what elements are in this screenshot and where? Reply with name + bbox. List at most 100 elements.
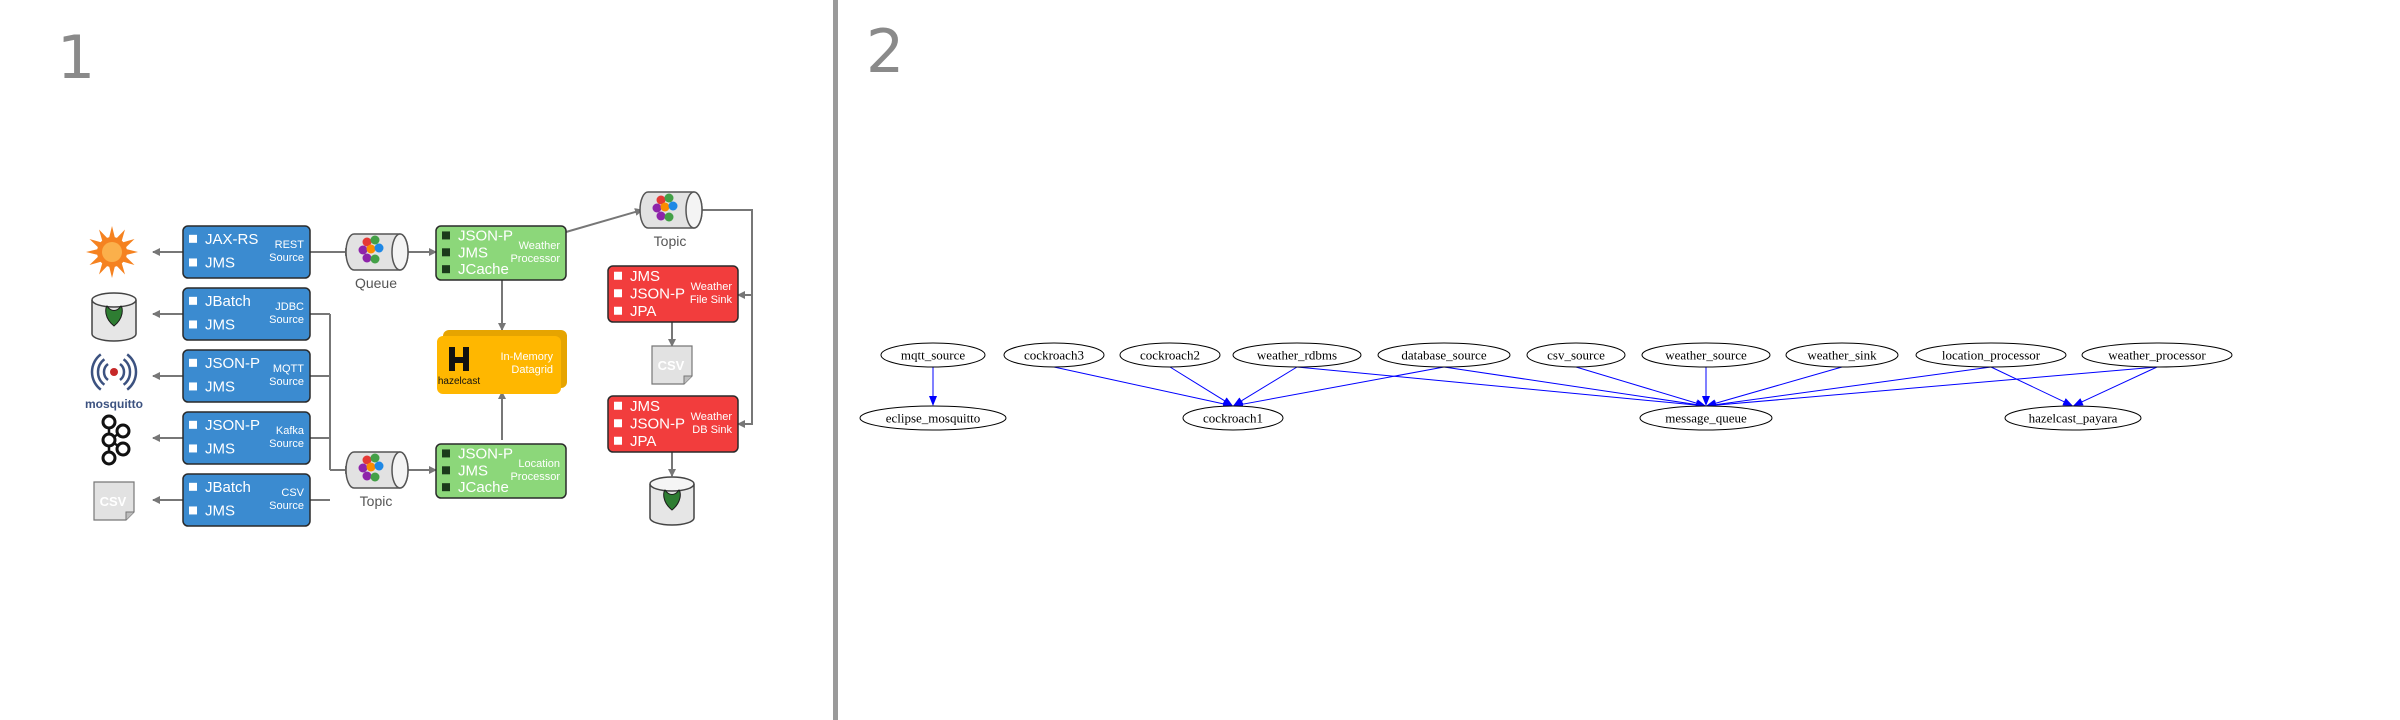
- graph-node-label: hazelcast_payara: [2029, 411, 2118, 426]
- message-hexagon: [374, 243, 384, 253]
- bullet-square: [189, 444, 197, 453]
- graph-node-message_queue: message_queue: [1639, 405, 1773, 431]
- source-box-0-frame: [182, 225, 311, 279]
- kafka-node: [101, 414, 117, 430]
- graph-node-weather_source: weather_source: [1641, 342, 1771, 368]
- tech-label: JMS: [205, 440, 235, 457]
- processor-box-location-frame: [435, 443, 567, 499]
- tech-label: JMS: [458, 462, 488, 479]
- graph-node-database_source: database_source: [1377, 342, 1511, 368]
- component-description: DB Sink: [692, 424, 732, 436]
- signal-arc: [102, 363, 109, 381]
- bullet-square: [614, 289, 622, 298]
- message-hexagon: [362, 455, 372, 465]
- component-description: Source: [269, 500, 304, 512]
- graph-edge-weather_processor-to-message_queue: [1706, 366, 2158, 410]
- tech-label: JSON-P: [630, 415, 685, 432]
- signal-arc: [96, 358, 106, 386]
- sun-ray: [108, 265, 116, 278]
- graph-edge-weather_sink-to-message_queue: [1706, 366, 1843, 408]
- graph-node-ellipse: [1232, 342, 1362, 368]
- topic-icon: [345, 451, 409, 489]
- bullet-square: [189, 320, 197, 329]
- graph-node-ellipse: [2081, 342, 2233, 368]
- tech-label: JBatch: [205, 293, 251, 310]
- tech-label: JSON-P: [458, 445, 513, 462]
- graph-edge-weather_processor-to-hazelcast_payara: [2072, 366, 2158, 407]
- bullet-square: [614, 436, 622, 445]
- message-hexagon: [358, 245, 368, 255]
- tech-label: JMS: [205, 378, 235, 395]
- graph-node-label: csv_source: [1547, 348, 1605, 363]
- graph-node-weather_rdbms: weather_rdbms: [1232, 342, 1362, 368]
- message-hexagon: [370, 254, 380, 264]
- kafka-node: [101, 450, 117, 466]
- tech-label: JMS: [458, 244, 488, 261]
- source-box-3-frame: [182, 411, 311, 465]
- graph-edge-weather_rdbms-to-cockroach1: [1232, 366, 1298, 407]
- graph-node-label: weather_sink: [1807, 348, 1877, 363]
- graph-node-ellipse: [1003, 342, 1105, 368]
- sun-ray: [86, 248, 99, 256]
- message-hexagon: [656, 211, 666, 221]
- bullet-square: [189, 382, 197, 391]
- bullet-square: [442, 449, 450, 458]
- tech-label: JMS: [205, 502, 235, 519]
- component-description: Source: [269, 376, 304, 388]
- tech-label: JPA: [630, 303, 656, 320]
- sun-ray: [125, 248, 138, 256]
- topic-label: Topic: [360, 493, 393, 509]
- csv-file-fold: [125, 511, 134, 520]
- connector-line: [565, 208, 643, 233]
- bullet-square: [614, 401, 622, 410]
- component-description: REST: [275, 239, 305, 251]
- bullet-square: [614, 419, 622, 428]
- mosquitto-wordmark: mosquitto: [85, 397, 143, 411]
- graph-edge-location_processor-to-hazelcast_payara: [1990, 366, 2073, 407]
- bullet-square: [442, 231, 450, 240]
- component-description: Weather: [691, 281, 733, 293]
- graph-node-ellipse: [1641, 342, 1771, 368]
- graph-node-eclipse_mosquitto: eclipse_mosquitto: [859, 405, 1007, 431]
- source-box-2-frame: [182, 349, 311, 403]
- tech-label: JMS: [205, 254, 235, 271]
- kafka-node: [101, 432, 117, 448]
- graph-node-label: database_source: [1401, 348, 1486, 363]
- tech-label: JBatch: [205, 479, 251, 496]
- bullet-square: [189, 296, 197, 305]
- database-icon: [649, 476, 695, 526]
- queue-cylinder-cap: [685, 191, 703, 229]
- tech-label: JSON-P: [205, 417, 260, 434]
- panel-number-2: 2: [866, 17, 905, 87]
- message-hexagon: [362, 253, 372, 263]
- graph-node-ellipse: [859, 405, 1007, 431]
- database-icon: [91, 292, 137, 342]
- kafka-node: [115, 423, 131, 439]
- kafka-logo: [101, 414, 131, 466]
- graph-node-label: cockroach1: [1203, 411, 1263, 426]
- component-description: JDBC: [275, 301, 304, 313]
- source-box-4-frame: [182, 473, 311, 527]
- graph-node-mqtt_source: mqtt_source: [880, 342, 986, 368]
- bullet-square: [442, 466, 450, 475]
- bullet-square: [442, 248, 450, 257]
- component-description: Processor: [510, 471, 560, 483]
- graph-node-cockroach2: cockroach2: [1119, 342, 1221, 368]
- component-description: Location: [518, 458, 560, 470]
- graph-node-label: weather_source: [1665, 348, 1747, 363]
- message-hexagon: [358, 463, 368, 473]
- datagrid-description: Datagrid: [511, 364, 553, 376]
- sun-ray: [108, 226, 116, 239]
- message-hexagon: [370, 235, 380, 245]
- bullet-square: [614, 306, 622, 315]
- component-description: Weather: [519, 240, 561, 252]
- message-hexagon: [652, 203, 662, 213]
- sink-box-file-frame: [607, 265, 739, 323]
